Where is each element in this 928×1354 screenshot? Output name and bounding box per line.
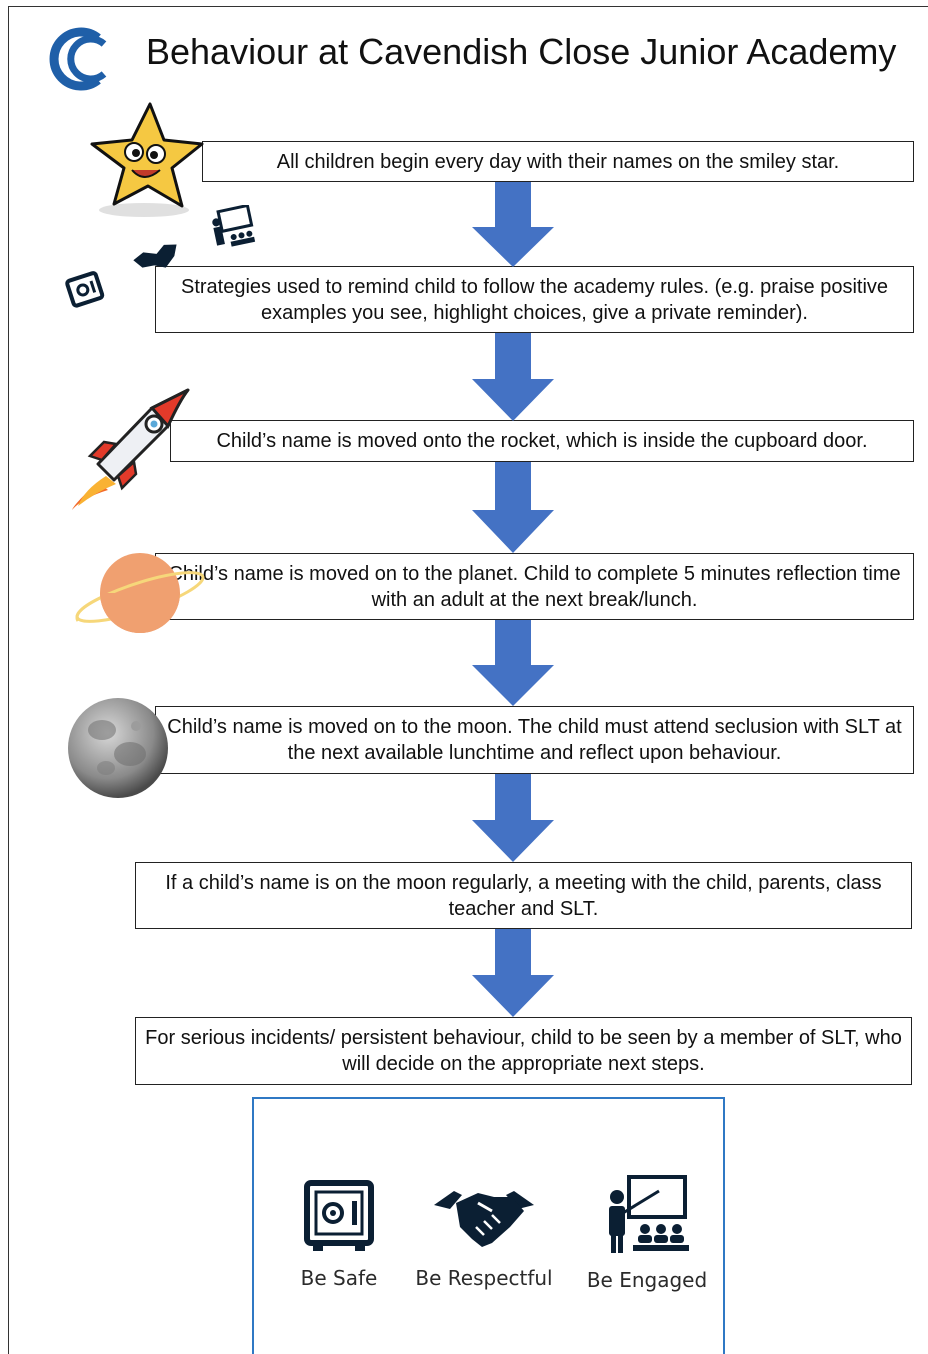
step-6-text: If a child’s name is on the moon regular… [165, 871, 882, 920]
down-arrow-1 [472, 182, 554, 267]
teacher-small-icon [212, 205, 256, 247]
safe-icon [304, 1180, 374, 1251]
handshake-icon [434, 1191, 534, 1247]
step-1-text: All children begin every day with their … [276, 150, 840, 173]
page-title: Behaviour at Cavendish Close Junior Acad… [146, 31, 897, 72]
step-7-text: For serious incidents/ persistent behavi… [145, 1027, 902, 1075]
handshake-small-icon [133, 244, 177, 268]
step-5-text: Child’s name is moved on to the moon. Th… [167, 716, 902, 764]
rocket-icon [72, 388, 190, 510]
value-respectful: Be Respectful [409, 1181, 559, 1290]
step-2-box: Strategies used to remind child to follo… [155, 266, 914, 333]
value-safe-label: Be Safe [300, 1266, 378, 1290]
step-2-text: Strategies used to remind child to follo… [180, 275, 889, 324]
down-arrow-3 [472, 462, 554, 553]
teacher-icon [609, 1175, 689, 1253]
moon-icon [68, 698, 168, 798]
down-arrow-4 [472, 620, 554, 706]
step-6-box: If a child’s name is on the moon regular… [135, 862, 912, 929]
academy-logo [49, 27, 107, 91]
step-3-box: Child’s name is moved onto the rocket, w… [170, 420, 914, 462]
down-arrow-6 [472, 929, 554, 1017]
step-4-box: Child’s name is moved on to the planet. … [155, 553, 914, 620]
value-safe: Be Safe [264, 1179, 414, 1290]
value-engaged-label: Be Engaged [586, 1268, 708, 1292]
page-frame [8, 6, 928, 1354]
step-1-box: All children begin every day with their … [202, 141, 914, 182]
planet-icon [75, 553, 205, 633]
down-arrow-5 [472, 774, 554, 862]
safe-small-icon [65, 271, 105, 308]
value-respectful-label: Be Respectful [415, 1266, 553, 1290]
step-7-box: For serious incidents/ persistent behavi… [135, 1017, 912, 1085]
step-3-text: Child’s name is moved onto the rocket, w… [216, 430, 868, 452]
step-4-text: Child’s name is moved on to the planet. … [168, 562, 901, 611]
smiley-star-icon [90, 102, 204, 217]
values-panel: Be Safe Be Respectful Be Engaged [252, 1097, 725, 1354]
value-engaged: Be Engaged [572, 1173, 722, 1292]
down-arrow-2 [472, 333, 554, 421]
step-5-box: Child’s name is moved on to the moon. Th… [155, 706, 914, 774]
